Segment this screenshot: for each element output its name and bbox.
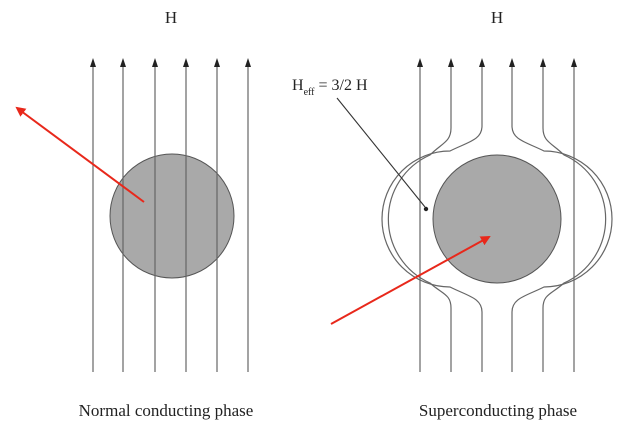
expelled-field-lines: [381, 64, 613, 372]
red-pointer-arrow-icon: [15, 106, 145, 203]
superconducting-sphere: [432, 154, 562, 284]
red-pointer-arrow-icon: [330, 236, 491, 325]
heff-symbol: H: [292, 77, 304, 94]
heff-subscript: eff: [304, 87, 316, 98]
field-line: [511, 64, 613, 372]
superconducting-phase-panel: H Heff= 3/2 H Superconducting phase: [292, 8, 613, 420]
heff-pointer-line: [336, 97, 426, 208]
field-line-arrowhead-icon: [90, 58, 251, 67]
superconducting-field-label: H: [491, 8, 503, 27]
heff-pointer-dot: [423, 206, 429, 212]
field-line-arrowhead-icon: [417, 58, 577, 67]
heff-label: Heff= 3/2 H: [292, 77, 368, 98]
normal-field-lines: [92, 64, 249, 372]
normal-field-label: H: [165, 8, 177, 27]
field-line: [381, 64, 483, 372]
field-line: [387, 64, 452, 372]
annotation-arrows: [15, 106, 491, 325]
normal-phase-panel: H Normal conducting phase: [79, 8, 254, 420]
field-line: [542, 64, 607, 372]
heff-equation: = 3/2 H: [318, 77, 367, 94]
normal-phase-caption: Normal conducting phase: [79, 401, 254, 420]
superconducting-phase-caption: Superconducting phase: [419, 401, 577, 420]
normal-sphere: [109, 153, 235, 279]
